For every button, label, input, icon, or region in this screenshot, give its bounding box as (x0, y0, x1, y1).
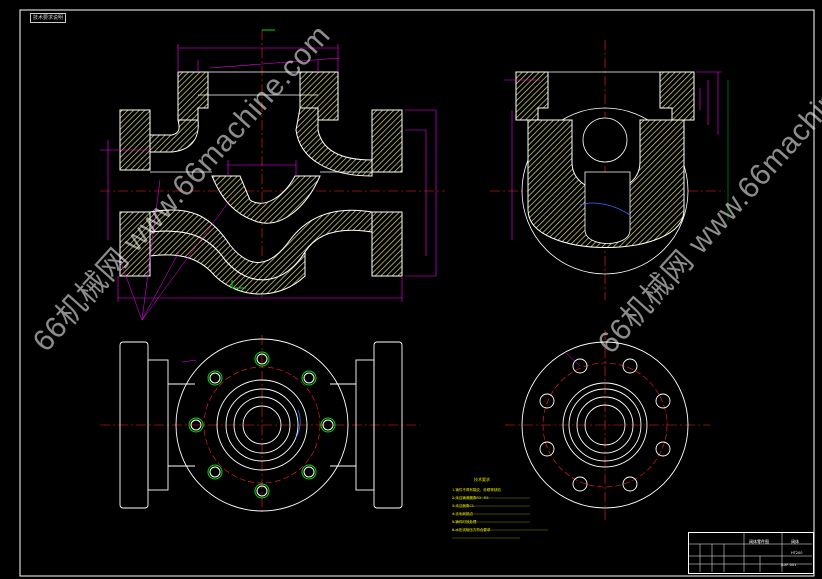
title-block: 阀体零件图 阀体 HT200 JLXF-001 (688, 532, 814, 574)
title-company: 阀体 (791, 539, 799, 544)
front-section-view (100, 29, 445, 321)
bolt-holes-left (188, 351, 336, 499)
note-line: 2.未注铸造圆角R3~R5 (452, 496, 489, 500)
top-plan-view (100, 335, 420, 515)
note-line: 5.铸件时效处理 (452, 520, 477, 524)
corner-label: 技术要求说明 (30, 13, 66, 23)
sheet-border (19, 9, 815, 577)
note-line: 6.水压试验压力符合要求 (452, 528, 491, 532)
note-line: 1.铸件不得有裂纹、砂眼等缺陷 (452, 488, 501, 492)
notes-underlines (452, 497, 548, 539)
technical-notes: 技术要求 1.铸件不得有裂纹、砂眼等缺陷 2.未注铸造圆角R3~R5 3.未注倒… (452, 477, 501, 534)
body-wall-right (295, 107, 373, 177)
side-section-view (490, 40, 729, 300)
top-flange-section (177, 71, 209, 121)
title-material: HT200 (791, 551, 803, 555)
title-drawing-no: JLXF-001 (781, 563, 797, 567)
title-block-grid (688, 532, 812, 572)
front-view-dimensions (100, 44, 437, 302)
end-flange-view (505, 330, 710, 520)
right-end-flange (371, 109, 403, 173)
left-end-flange (119, 109, 151, 171)
note-line: 4.去毛刺锐边 (452, 512, 473, 516)
notes-title: 技术要求 (474, 477, 490, 482)
title-part-name: 阀体零件图 (749, 539, 769, 544)
bolt-holes-right (539, 358, 671, 492)
note-line: 3.未注倒角C1 (452, 504, 475, 508)
